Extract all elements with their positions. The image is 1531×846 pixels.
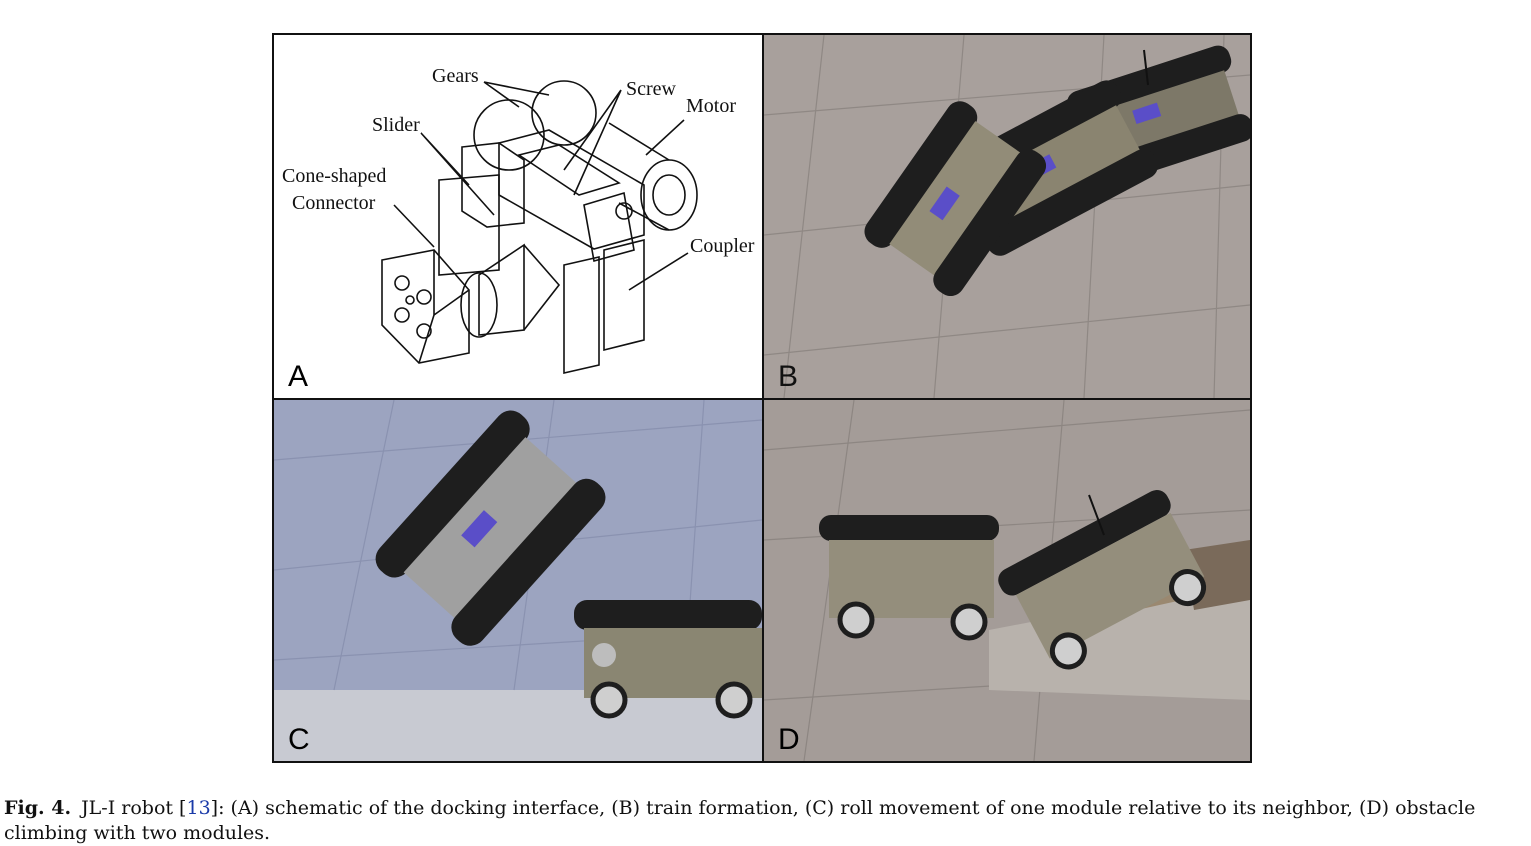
citation-link[interactable]: 13	[186, 797, 211, 819]
train-formation-photo	[764, 35, 1250, 398]
figure-label: Fig. 4.	[4, 797, 72, 819]
caption-text-start: JL-I robot [	[81, 797, 187, 819]
panel-letter-a: A	[288, 360, 309, 393]
panel-c-photo: C	[274, 400, 762, 761]
roll-movement-photo	[274, 400, 762, 761]
panel-b-photo: B	[764, 35, 1250, 398]
label-motor: Motor	[686, 95, 736, 117]
label-connector: Connector	[292, 192, 376, 214]
panel-letter-d: D	[778, 723, 800, 756]
panel-letter-b: B	[778, 360, 799, 393]
label-gears: Gears	[432, 65, 479, 87]
panel-d-photo: D	[764, 400, 1250, 761]
label-slider: Slider	[372, 114, 420, 136]
label-screw: Screw	[626, 78, 676, 100]
label-coupler: Coupler	[690, 235, 755, 257]
label-cone-shaped: Cone-shaped	[282, 165, 387, 187]
docking-interface-schematic	[381, 80, 698, 375]
panel-a-schematic: Gears Screw Motor Slider Cone-shaped Con…	[274, 35, 762, 398]
figure-grid: Gears Screw Motor Slider Cone-shaped Con…	[272, 33, 1252, 763]
panel-letter-c: C	[288, 723, 310, 756]
figure-caption: Fig. 4. JL-I robot [13]: (A) schematic of…	[4, 796, 1524, 846]
caption-text-end: ]: (A) schematic of the docking interfac…	[4, 797, 1476, 844]
obstacle-climbing-photo	[764, 400, 1250, 761]
